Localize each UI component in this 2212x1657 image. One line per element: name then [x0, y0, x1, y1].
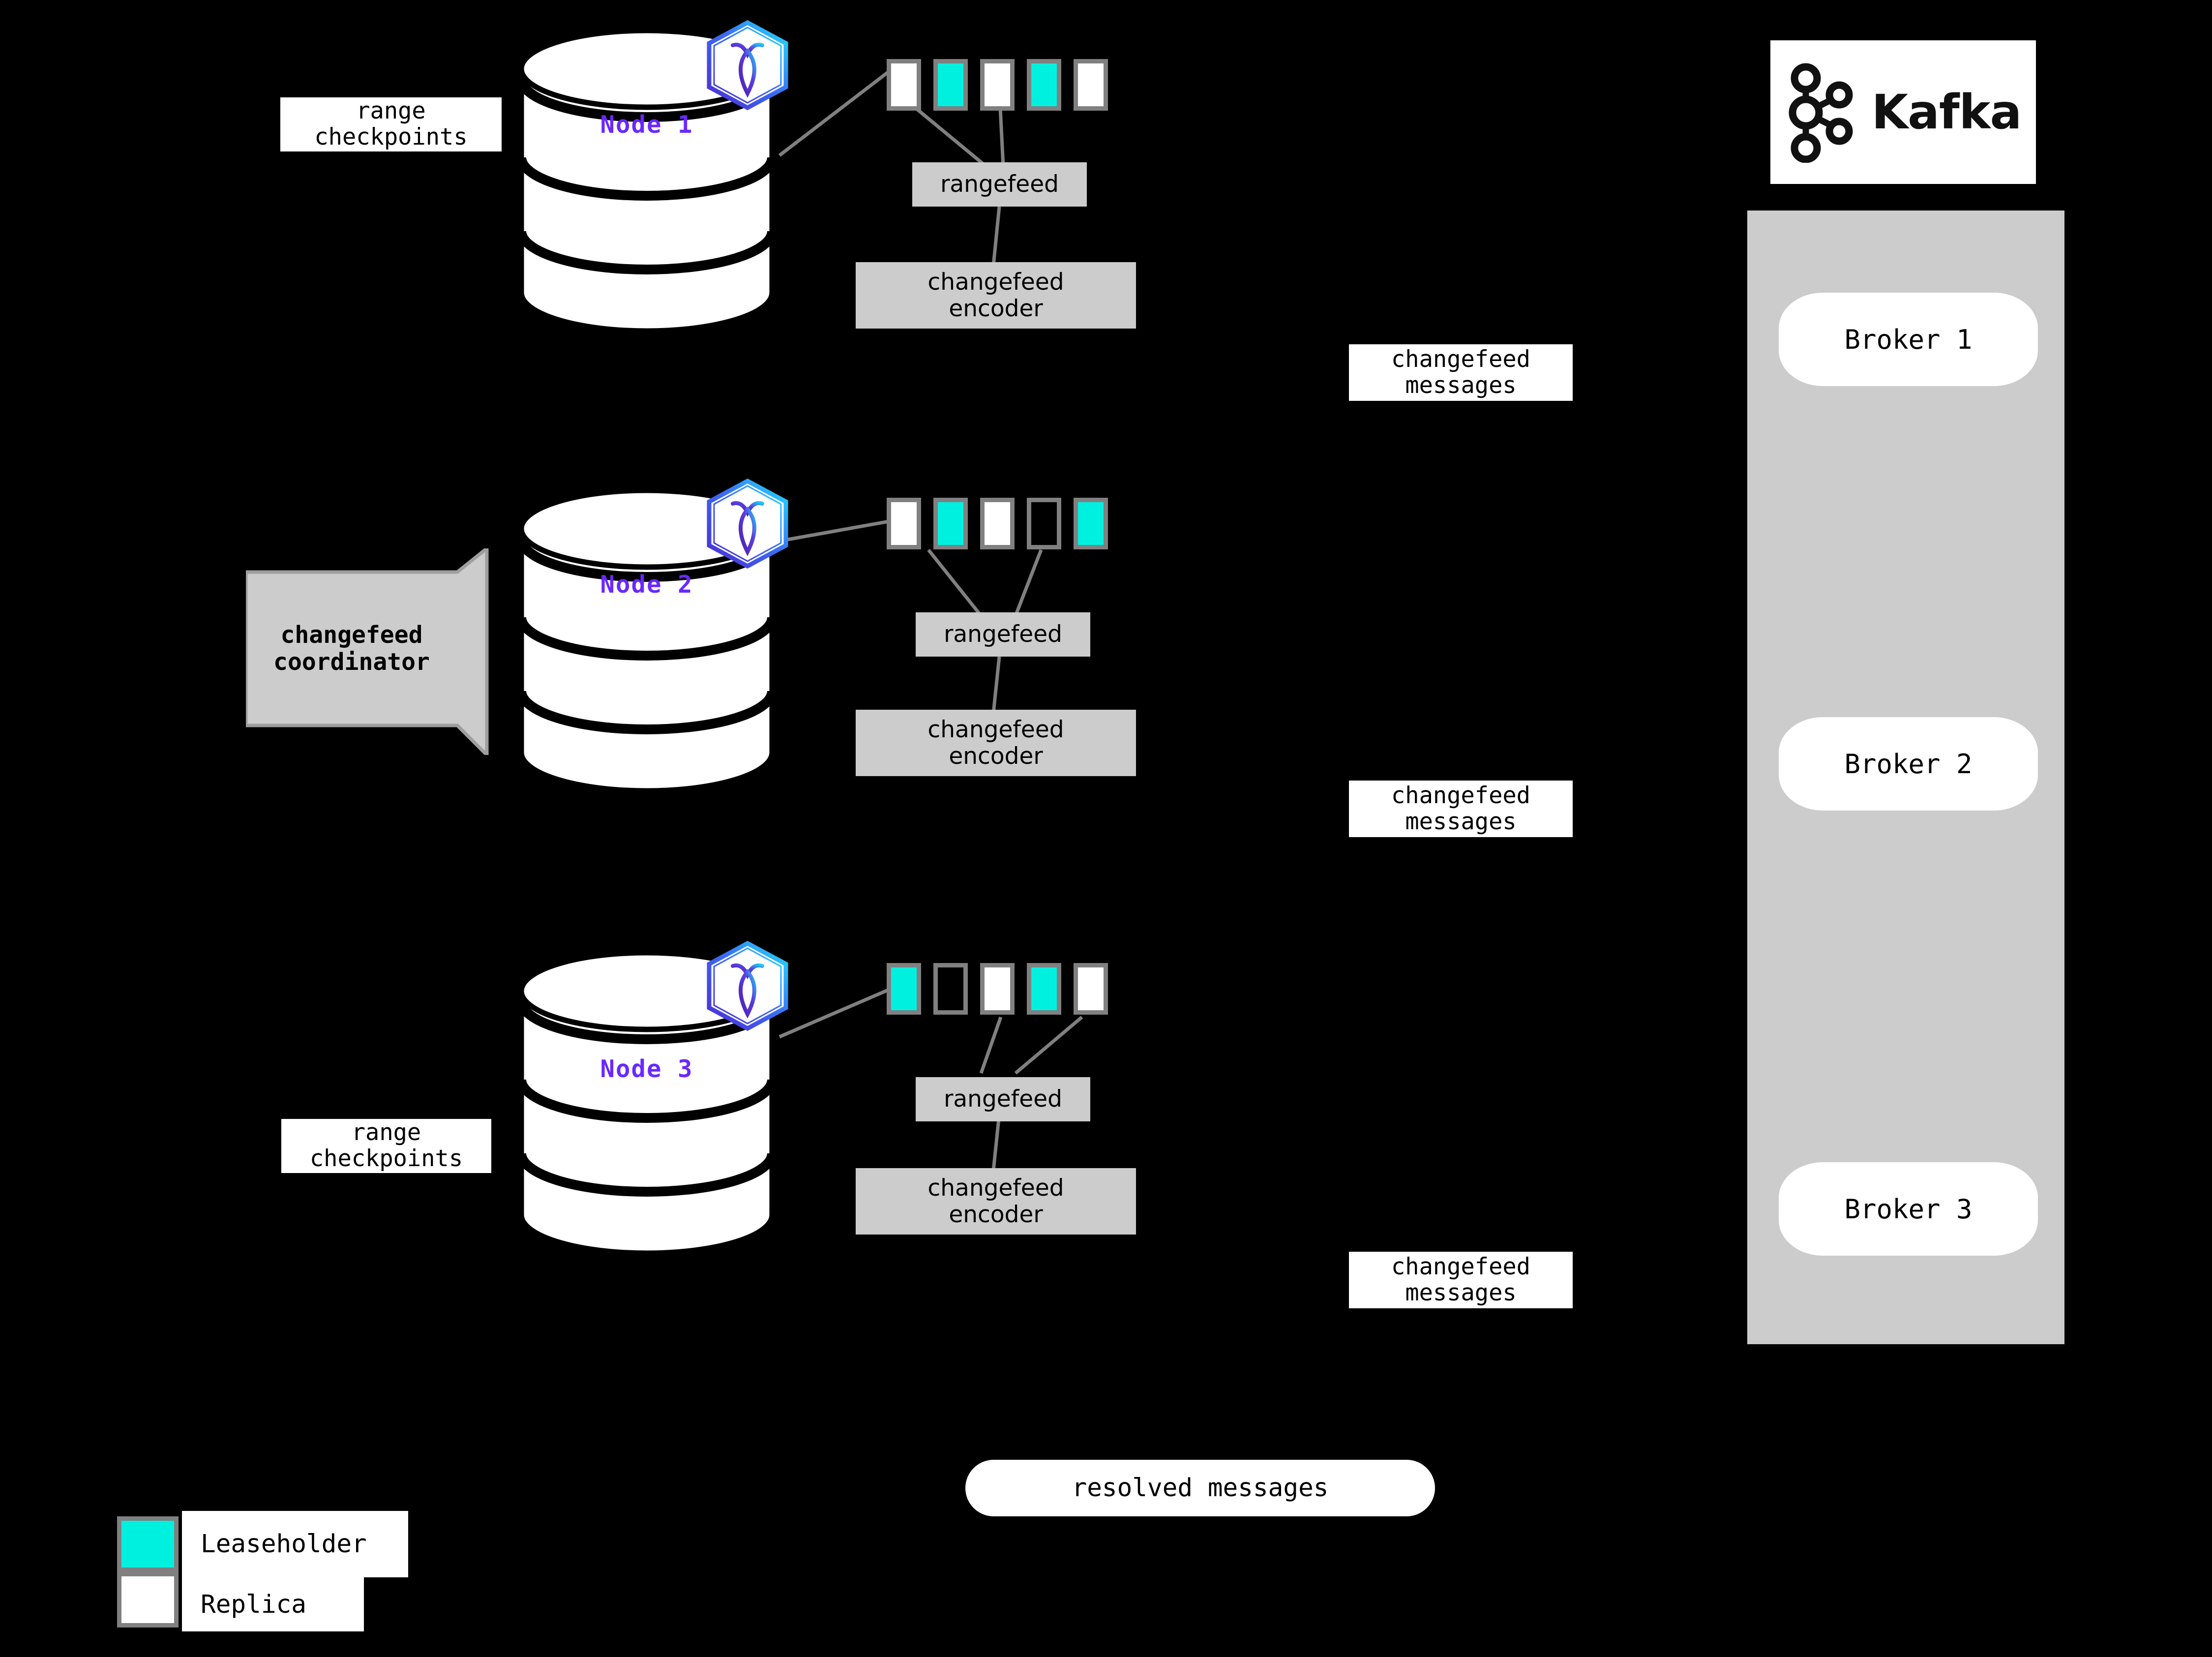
range-box-replica[interactable] [1074, 963, 1108, 1015]
range-box-replica[interactable] [887, 59, 921, 111]
changefeed-encoder-box-1[interactable]: changefeed encoder [856, 262, 1136, 329]
changefeed-encoder-box-2[interactable]: changefeed encoder [856, 710, 1136, 776]
legend-swatch-leaseholder [117, 1516, 179, 1572]
range-box-leaseholder[interactable] [1027, 59, 1061, 111]
range-box-leaseholder[interactable] [1027, 963, 1061, 1015]
changefeed-coordinator-label: changefeed coordinator [273, 621, 430, 676]
range-box-leaseholder[interactable] [887, 963, 921, 1015]
range-box-replica[interactable] [980, 963, 1015, 1015]
range-box-leaseholder[interactable] [933, 498, 968, 549]
cockroachdb-logo-icon [703, 940, 792, 1031]
broker-1[interactable]: Broker 1 [1779, 293, 2038, 386]
range-checkpoints-label-1: range checkpoints [280, 97, 502, 151]
range-box-replica[interactable] [887, 498, 921, 549]
node-label-2: Node 2 [600, 571, 693, 599]
range-box-leaseholder[interactable] [933, 59, 968, 111]
resolved-messages-pill: resolved messages [965, 1460, 1435, 1516]
range-box-replica[interactable] [1074, 59, 1108, 111]
node-label-3: Node 3 [600, 1055, 693, 1083]
range-checkpoints-label-3: range checkpoints [281, 1119, 491, 1173]
rangefeed-box-1[interactable]: rangefeed [912, 162, 1087, 207]
changefeed-messages-label-2: changefeed messages [1349, 781, 1573, 837]
cockroachdb-logo-icon [703, 478, 792, 569]
kafka-node-graph-icon [1785, 60, 1859, 165]
legend-label-leaseholder: Leaseholder [182, 1511, 408, 1577]
range-box-empty[interactable] [1027, 498, 1061, 549]
changefeed-encoder-box-3[interactable]: changefeed encoder [856, 1168, 1136, 1235]
kafka-logo-box: Kafka [1770, 40, 2036, 184]
legend-swatch-replica [117, 1572, 179, 1627]
broker-2[interactable]: Broker 2 [1779, 717, 2038, 811]
cockroachdb-logo-icon [703, 20, 792, 111]
range-box-leaseholder[interactable] [1074, 498, 1108, 549]
range-box-empty[interactable] [933, 963, 968, 1015]
kafka-wordmark: Kafka [1871, 85, 2022, 140]
legend-label-replica: Replica [182, 1577, 364, 1631]
range-box-replica[interactable] [980, 59, 1015, 111]
broker-3[interactable]: Broker 3 [1779, 1162, 2038, 1256]
range-box-replica[interactable] [980, 498, 1015, 549]
changefeed-coordinator-shape[interactable] [244, 544, 521, 759]
changefeed-messages-label-3: changefeed messages [1349, 1252, 1573, 1308]
node-label-1: Node 1 [600, 111, 693, 139]
rangefeed-box-3[interactable]: rangefeed [916, 1077, 1090, 1121]
rangefeed-box-2[interactable]: rangefeed [916, 612, 1090, 657]
changefeed-messages-label-1: changefeed messages [1349, 344, 1573, 401]
